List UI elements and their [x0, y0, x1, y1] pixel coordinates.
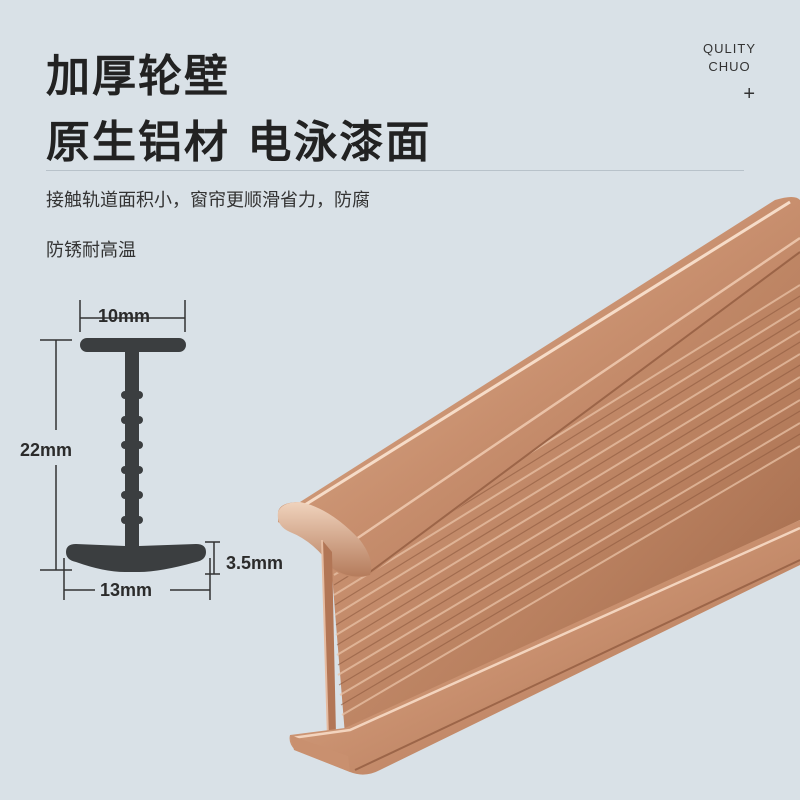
description-line-2: 防锈耐高温 [46, 240, 136, 261]
base-width-dimension-lines [63, 558, 211, 600]
plus-icon: + [743, 83, 756, 105]
top-width-dimension-lines [79, 300, 186, 332]
rail-bottom-flange [289, 520, 800, 775]
base-thickness-dimension-lines [205, 541, 220, 575]
brand-mark: QULITY CHUO + [703, 40, 756, 106]
brand-line-1: QULITY [703, 41, 756, 56]
rail-top-flange [278, 197, 800, 578]
divider [46, 170, 744, 171]
profile-cross-section [40, 300, 220, 600]
description-line-1: 接触轨道面积小，窗帘更顺滑省力，防腐 [46, 190, 370, 211]
brand-line-2: CHUO [708, 59, 751, 74]
profile-shape [66, 338, 206, 572]
headline-line-2: 原生铝材 电泳漆面 [46, 117, 432, 168]
base-width-label: 13mm [100, 580, 153, 600]
rail-ribs [333, 284, 800, 716]
base-thickness-label: 3.5mm [226, 553, 284, 573]
top-width-label: 10mm [98, 306, 151, 326]
height-label: 22mm [20, 440, 73, 460]
rail-end-cap [277, 502, 372, 577]
aluminium-rail-illustration [277, 197, 800, 775]
height-dimension-lines [40, 339, 72, 571]
headline-line-1: 加厚轮壁 [46, 51, 230, 102]
rail-web [330, 250, 800, 735]
